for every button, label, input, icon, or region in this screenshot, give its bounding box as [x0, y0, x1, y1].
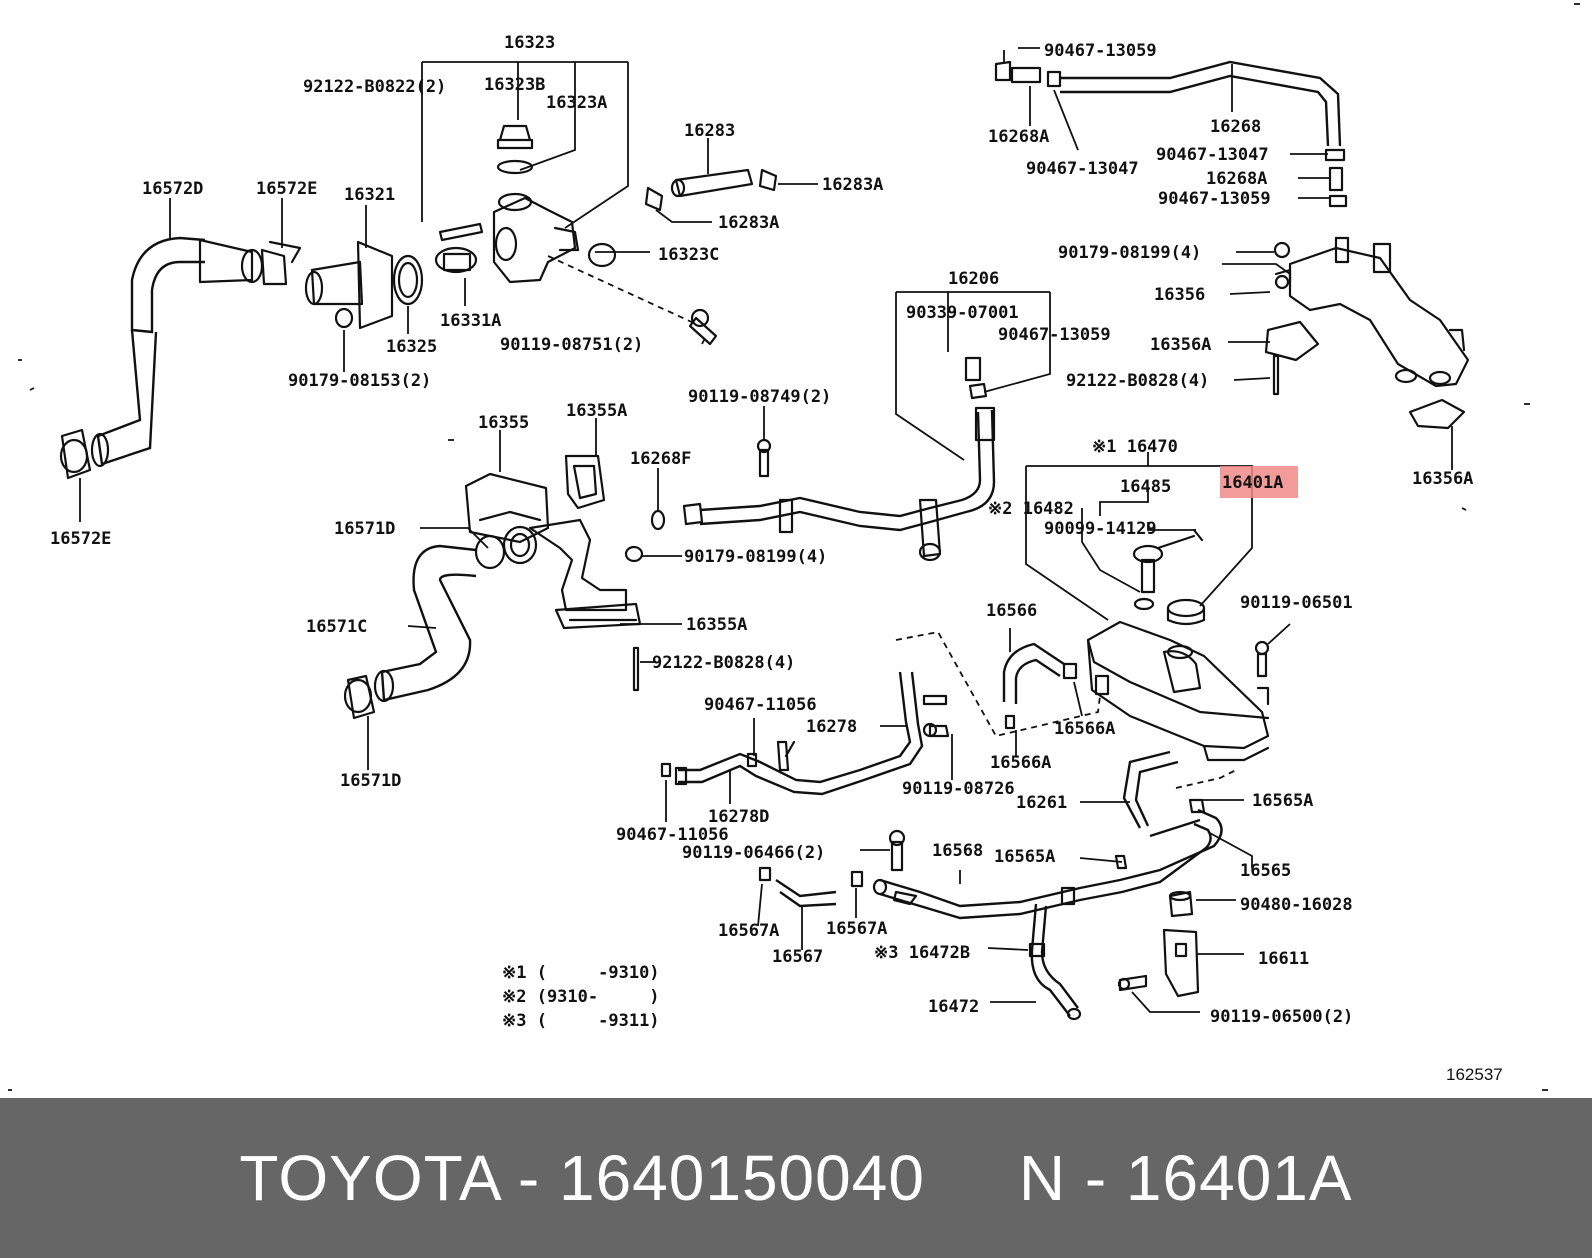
- label-16572e-bottom: 16572E: [50, 529, 111, 549]
- label-16323c: 16323C: [658, 245, 719, 265]
- label-90467-11056-bottom: 90467-11056: [616, 825, 729, 845]
- label-90467-13059-mid: 90467-13059: [998, 325, 1111, 345]
- label-16206: 16206: [948, 269, 999, 289]
- pipe-16206: [682, 291, 1051, 562]
- label-90179-08199-mid: 90179-08199(4): [684, 547, 827, 567]
- label-16356a-bottom: 16356A: [1412, 469, 1473, 489]
- label-16565a-right: 16565A: [1252, 791, 1313, 811]
- bracket-16611: [1117, 890, 1244, 1013]
- label-16567: 16567: [772, 947, 823, 967]
- label-16355a-bottom: 16355A: [686, 615, 747, 635]
- date-notes: ※1 ( -9310) ※2 (9310- ) ※3 ( -9311): [502, 963, 660, 1031]
- label-16611: 16611: [1258, 949, 1309, 969]
- label-16568: 16568: [932, 841, 983, 861]
- label-90119-06500: 90119-06500(2): [1210, 1007, 1353, 1027]
- label-16283a-right: 16283A: [822, 175, 883, 195]
- label-16472: 16472: [928, 997, 979, 1017]
- label-16482: ※2 16482: [988, 499, 1074, 519]
- highlight-16401a: [1220, 466, 1298, 498]
- bracket-16356: [1222, 236, 1470, 470]
- label-90467-13059-top: 90467-13059: [1044, 41, 1157, 61]
- label-16268: 16268: [1210, 117, 1261, 137]
- label-16566a-bottom: 16566A: [990, 753, 1051, 773]
- note-1: ※1 ( -9310): [502, 963, 660, 983]
- label-16278d: 16278D: [708, 807, 769, 827]
- label-90099-14129: 90099-14129: [1044, 519, 1157, 539]
- label-16356: 16356: [1154, 285, 1205, 305]
- label-16321: 16321: [344, 185, 395, 205]
- label-92122-b0828-mid: 92122-B0828(4): [652, 653, 795, 673]
- label-16571d-top: 16571D: [334, 519, 395, 539]
- label-90179-08153: 90179-08153(2): [288, 371, 431, 391]
- label-90339-07001: 90339-07001: [906, 303, 1019, 323]
- thermostat-group: [304, 61, 718, 372]
- reservoir-group: [1025, 452, 1291, 762]
- label-90467-11056-top: 90467-11056: [704, 695, 817, 715]
- label-16401a: 16401A: [1222, 473, 1283, 493]
- part-labels: 16323 92122-B0822(2) 16323B 16323A 16283…: [50, 33, 1473, 1027]
- label-90119-08749: 90119-08749(2): [688, 387, 831, 407]
- label-16323a: 16323A: [546, 93, 607, 113]
- label-16325: 16325: [386, 337, 437, 357]
- label-16472b: ※3 16472B: [874, 943, 970, 963]
- hose-16283: [644, 138, 818, 223]
- label-16331a: 16331A: [440, 311, 501, 331]
- label-16261: 16261: [1016, 793, 1067, 813]
- label-92122-b0822: 92122-B0822(2): [303, 77, 446, 97]
- label-90119-06501: 90119-06501: [1240, 593, 1353, 613]
- label-90119-08751: 90119-08751(2): [500, 335, 643, 355]
- label-16567a-right: 16567A: [826, 919, 887, 939]
- water-outlet-group: [343, 418, 682, 770]
- label-16567a-left: 16567A: [718, 921, 779, 941]
- hose-16567: [757, 829, 906, 950]
- label-16572d: 16572D: [142, 179, 203, 199]
- label-90119-08726: 90119-08726: [902, 779, 1015, 799]
- label-16278: 16278: [806, 717, 857, 737]
- footer-bar: TOYOTA - 1640150040 N - 16401A: [0, 1098, 1592, 1258]
- parts-diagram: 16323 92122-B0822(2) 16323B 16323A 16283…: [8, 3, 1580, 1091]
- label-16268f: 16268F: [630, 449, 691, 469]
- label-16283a-left: 16283A: [718, 213, 779, 233]
- label-90119-06466: 90119-06466(2): [682, 843, 825, 863]
- hose-16566: [895, 628, 1101, 756]
- diagram-code: 162537: [1446, 1065, 1503, 1084]
- label-16566a-right: 16566A: [1054, 719, 1115, 739]
- label-90179-08199-right: 90179-08199(4): [1058, 243, 1201, 263]
- label-16355a-top: 16355A: [566, 401, 627, 421]
- specks: [8, 3, 1580, 1091]
- label-16323b: 16323B: [484, 75, 545, 95]
- lower-hoses: [872, 750, 1253, 1021]
- label-16566: 16566: [986, 601, 1037, 621]
- label-16571d-bottom: 16571D: [340, 771, 401, 791]
- diagram-drawing: 16323 92122-B0822(2) 16323B 16323A 16283…: [8, 3, 1580, 1091]
- footer-part-number: TOYOTA - 1640150040 N - 16401A: [239, 1142, 1353, 1214]
- label-16571c: 16571C: [306, 617, 367, 637]
- label-90467-13059-right: 90467-13059: [1158, 189, 1271, 209]
- label-92122-b0828-right: 92122-B0828(4): [1066, 371, 1209, 391]
- label-16283: 16283: [684, 121, 735, 141]
- pipe-16278: [660, 671, 953, 822]
- label-16565a-mid: 16565A: [994, 847, 1055, 867]
- label-90480-16028: 90480-16028: [1240, 895, 1353, 915]
- label-16572e-top: 16572E: [256, 179, 317, 199]
- label-16470: ※1 16470: [1092, 437, 1178, 457]
- hose-16572d: [59, 198, 302, 522]
- label-16355: 16355: [478, 413, 529, 433]
- label-90467-13047-left: 90467-13047: [1026, 159, 1139, 179]
- label-16565: 16565: [1240, 861, 1291, 881]
- bypass-hose-group: [994, 47, 1348, 208]
- note-2: ※2 (9310- ): [502, 987, 660, 1007]
- label-16268a-right: 16268A: [1206, 169, 1267, 189]
- label-16323: 16323: [504, 33, 555, 53]
- label-16485: 16485: [1120, 477, 1171, 497]
- note-3: ※3 ( -9311): [502, 1011, 660, 1031]
- label-16268a-top: 16268A: [988, 127, 1049, 147]
- label-16356a-mid: 16356A: [1150, 335, 1211, 355]
- label-90467-13047-right: 90467-13047: [1156, 145, 1269, 165]
